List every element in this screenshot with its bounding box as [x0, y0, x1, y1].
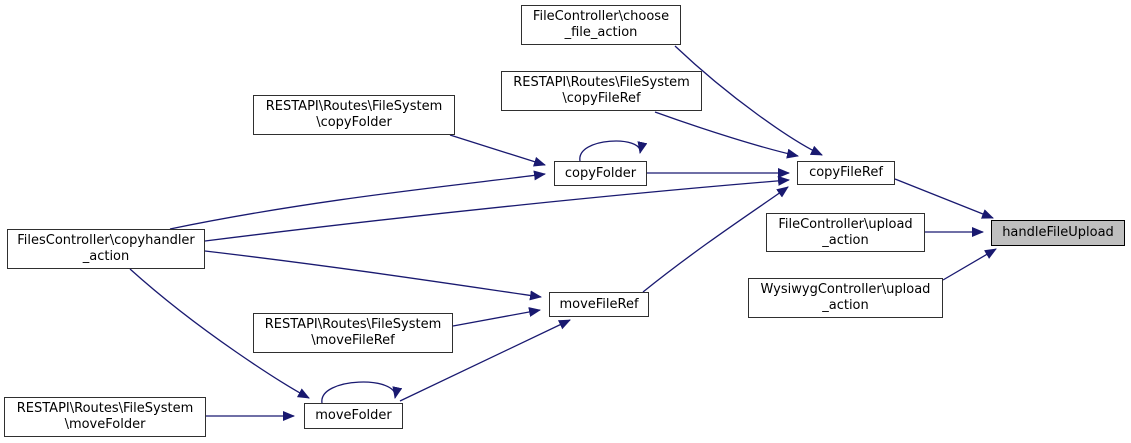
node-label: moveFolder	[315, 408, 392, 423]
node-copyfileref[interactable]: copyFileRef	[797, 161, 895, 185]
edge-movefileref-to-copyfileref	[642, 186, 789, 293]
node-restapi-movefileref[interactable]: RESTAPI\Routes\FileSystem \moveFileRef	[253, 313, 453, 353]
node-restapi-copyfileref[interactable]: RESTAPI\Routes\FileSystem \copyFileRef	[501, 71, 702, 111]
node-label: \moveFolder	[64, 417, 146, 432]
node-choose-file-action[interactable]: FileController\choose _file_action	[521, 5, 681, 45]
edge-copyhandler-action-to-copyfolder	[169, 170, 546, 230]
edge-movefolder-self-loop	[321, 381, 403, 404]
edge-choose-file-action-to-copyfileref	[674, 45, 823, 156]
edge-copyhandler-action-to-movefileref	[204, 250, 542, 301]
node-label: RESTAPI\Routes\FileSystem	[264, 317, 442, 332]
node-label: RESTAPI\Routes\FileSystem	[265, 99, 443, 114]
edge-copyfolder-self-loop	[579, 140, 648, 162]
node-label: _file_action	[564, 25, 638, 40]
node-label: _action	[82, 249, 130, 264]
node-wysiwygcontroller-upload-action[interactable]: WysiwygController\upload _action	[748, 278, 943, 318]
edge-copyhandler-action-to-copyfileref	[204, 175, 790, 242]
node-restapi-movefolder[interactable]: RESTAPI\Routes\FileSystem \moveFolder	[4, 397, 206, 437]
node-label: WysiwygController\upload	[760, 282, 931, 297]
node-label: \copyFileRef	[562, 91, 641, 106]
node-label: moveFileRef	[559, 296, 639, 312]
node-label: handleFileUpload	[1002, 225, 1114, 240]
node-copyhandler-action[interactable]: FilesController\copyhandler _action	[7, 229, 205, 269]
node-label: \copyFolder	[316, 115, 392, 130]
edge-copyfileref-to-handlefileupload	[894, 178, 994, 219]
node-restapi-copyfolder[interactable]: RESTAPI\Routes\FileSystem \copyFolder	[253, 95, 455, 135]
node-handlefileupload[interactable]: handleFileUpload	[991, 220, 1125, 246]
node-label: FileController\choose	[532, 9, 670, 24]
node-label: copyFileRef	[809, 165, 883, 180]
node-copyfolder[interactable]: copyFolder	[554, 161, 647, 186]
node-label: RESTAPI\Routes\FileSystem	[16, 401, 194, 416]
node-label: copyFolder	[564, 165, 637, 181]
node-label: _action	[822, 232, 869, 248]
node-label: FileController\upload	[778, 216, 913, 232]
node-label: RESTAPI\Routes\FileSystem	[513, 75, 690, 90]
node-label: \moveFileRef	[311, 333, 395, 348]
edge-movefolder-to-movefileref	[399, 319, 571, 402]
edge-copyhandler-action-to-movefolder	[129, 268, 310, 399]
edge-restapi-copyfolder-to-copyfolder	[449, 134, 546, 167]
node-label: _action	[822, 298, 869, 313]
edge-restapi-copyfileref-to-copyfileref	[654, 111, 799, 159]
edge-wysiwygcontroller-upload-action-to-handlefileupload	[942, 248, 997, 281]
node-filecontroller-upload-action[interactable]: FileController\upload _action	[766, 213, 925, 252]
node-movefileref[interactable]: moveFileRef	[549, 292, 649, 317]
node-label: FilesController\copyhandler	[17, 233, 195, 248]
edge-restapi-movefileref-to-movefileref	[452, 307, 541, 327]
node-movefolder[interactable]: moveFolder	[304, 403, 403, 429]
